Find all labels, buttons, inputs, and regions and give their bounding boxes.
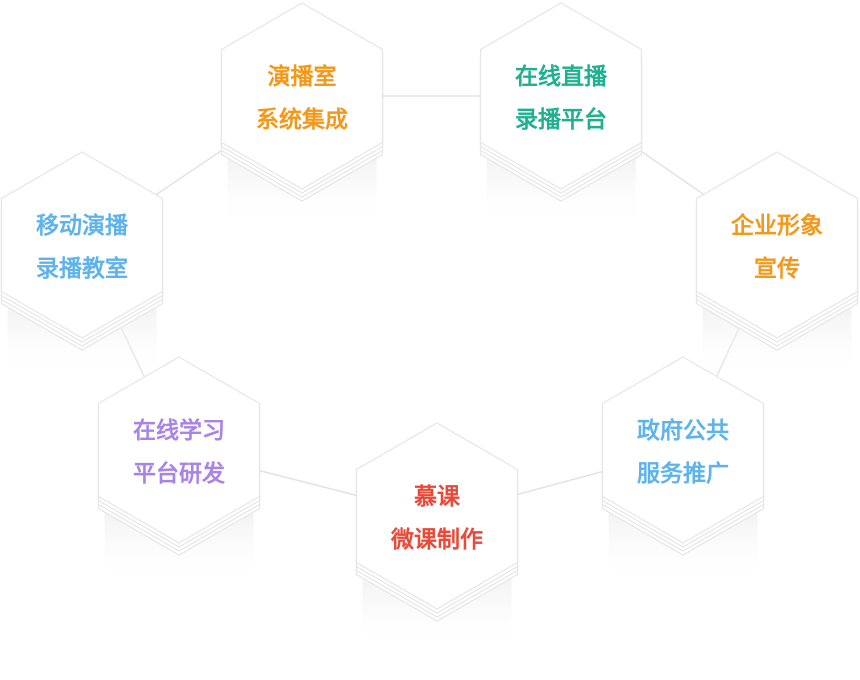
hex-face [220,2,384,190]
service-label-line1: 演播室 [268,63,337,90]
hex-face [695,151,859,339]
service-label-line2: 系统集成 [256,106,348,133]
hex-face [0,151,164,339]
service-label-line2: 平台研发 [133,460,225,487]
hex-face [355,422,519,610]
hex-face [601,356,765,544]
service-label-line1: 企业形象 [730,212,823,239]
hex-face [479,2,643,190]
hex-face [97,356,261,544]
service-label-line1: 在线直播 [515,63,608,90]
service-label-line1: 慕课 [413,484,461,510]
service-label-line1: 政府公共 [637,417,729,444]
service-label-line1: 在线学习 [133,417,225,444]
service-label-line2: 录播平台 [515,106,607,133]
service-label-line2: 服务推广 [637,460,729,487]
service-label-line2: 录播教室 [36,255,128,282]
service-label-line2: 微课制作 [390,526,483,553]
service-label-line2: 宣传 [754,255,800,282]
service-label-line1: 移动演播 [36,212,129,239]
